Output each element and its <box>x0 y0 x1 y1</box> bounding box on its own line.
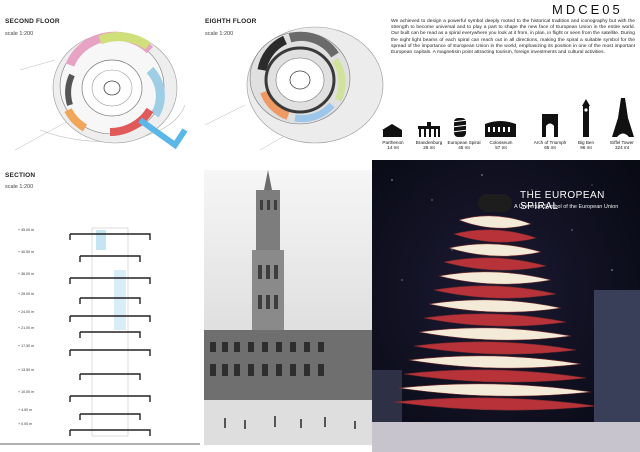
second-floor-title: SECOND FLOOR <box>5 18 60 25</box>
section-title: SECTION <box>5 172 36 179</box>
spiral-band <box>438 271 552 285</box>
landmark-eiffel-tower: Eiffel Tower 324 mt <box>610 140 634 150</box>
level-label: + 28.00 m <box>18 292 35 296</box>
level-label: + 40.50 m <box>18 250 35 254</box>
spiral-band <box>413 341 577 355</box>
spiral-band <box>423 313 567 327</box>
level-label: + 13.50 m <box>18 368 35 372</box>
landmark-european-spiral: European Spiral 45 mt <box>447 140 481 150</box>
spiral-band <box>443 257 547 271</box>
spiral-band <box>393 397 597 411</box>
section-floor-slab <box>79 331 141 338</box>
arch-of-triumph-icon <box>542 114 558 137</box>
section-floor-slab <box>69 315 151 322</box>
section-floor-slab <box>79 373 141 380</box>
project-code: MDCE05 <box>552 2 623 17</box>
section-floor-slab <box>79 297 141 304</box>
section-floor-slab <box>79 255 141 262</box>
section-floor-slab <box>69 233 151 240</box>
night-render-image <box>372 160 640 452</box>
section-drawing <box>0 227 200 445</box>
eiffel-tower-icon <box>612 98 634 137</box>
project-description: We achieved to design a powerful symbol … <box>391 19 635 56</box>
level-label: + 21.00 m <box>18 326 35 330</box>
landmark-arch-of-triumph: Arch of Triumph 65 mt <box>533 140 567 150</box>
level-label: + 0.00 m <box>18 422 33 426</box>
level-label: + 24.00 m <box>18 310 35 314</box>
landmark-colosseum: Colosseum 57 mt <box>489 140 513 150</box>
spiral-band <box>398 383 592 397</box>
spiral-band <box>408 355 582 369</box>
level-label: + 36.00 m <box>18 272 35 276</box>
level-label: + 4.00 m <box>18 408 33 412</box>
spiral-band <box>448 243 543 257</box>
section-floor-slab <box>69 349 151 356</box>
level-label: + 45.00 m <box>18 228 35 232</box>
spiral-band <box>453 229 538 243</box>
eighth-floor-scale: scale 1:200 <box>205 31 234 37</box>
landmark-labels: Parthenon 14 mt Brandenburg 26 mt Europe… <box>376 140 640 160</box>
spiral-band <box>403 369 587 383</box>
section-floor-slab <box>79 413 141 420</box>
brandenburg-gate-icon <box>418 122 440 137</box>
render-title: THE EUROPEAN SPIRAL <box>520 190 605 212</box>
landmark-parthenon: Parthenon 14 mt <box>382 140 404 150</box>
parthenon-icon <box>382 124 402 137</box>
spiral-band <box>458 215 532 229</box>
level-label: + 10.00 m <box>18 390 35 394</box>
big-ben-icon <box>582 99 590 137</box>
spiral-band <box>433 285 557 299</box>
landmark-big-ben: Big Ben 96 mt <box>577 140 595 150</box>
section-scale: scale 1:200 <box>5 184 34 190</box>
render-subtitle: A Universal Symbol of the European Union <box>514 204 619 210</box>
level-label: + 17.50 m <box>18 344 35 348</box>
colosseum-icon <box>485 121 516 137</box>
european-spiral-icon <box>451 118 469 137</box>
section-floor-slab <box>69 395 151 402</box>
second-floor-plan <box>14 31 188 151</box>
eighth-floor-title: EIGHTH FLOOR <box>205 18 257 25</box>
section-level-labels: + 45.00 m + 40.50 m + 36.00 m + 28.00 m … <box>18 222 48 432</box>
spiral-band <box>428 299 562 313</box>
second-floor-scale: scale 1:200 <box>5 31 34 37</box>
section-floor-slab <box>69 277 151 284</box>
grand-place-photo <box>204 170 374 445</box>
spiral-band <box>418 327 572 341</box>
landmark-brandenburg: Brandenburg 26 mt <box>415 140 443 150</box>
landmark-silhouettes <box>382 98 634 137</box>
section-floor-slab <box>69 429 151 436</box>
eighth-floor-plan <box>204 26 384 151</box>
